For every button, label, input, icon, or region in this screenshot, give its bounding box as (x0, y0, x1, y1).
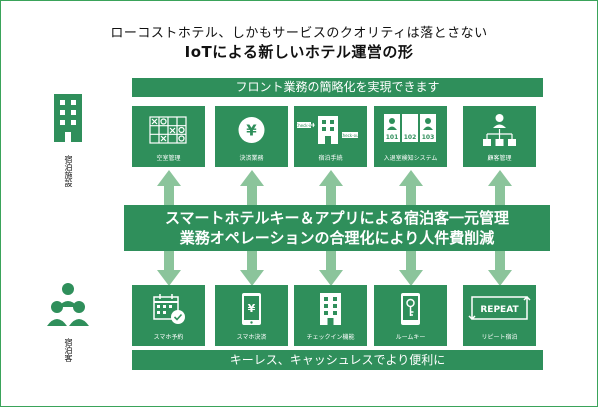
tile-smartphone-payment: ¥ スマホ決済 (215, 285, 288, 346)
facility-label: 宿泊施設 (64, 155, 73, 187)
keyless-banner: キーレス、キャッシュレスでより便利に (132, 350, 543, 370)
building-icon (54, 94, 82, 142)
tile-checkin-procedure: Check-in Check-out 宿泊手続 (294, 106, 367, 167)
central-line-2: 業務オペレーションの合理化により人件費削減 (179, 229, 495, 247)
tile-label: 入退室検知システム (383, 155, 438, 162)
tile-label: 決済業務 (239, 155, 264, 162)
checkin-building-icon: Check-in Check-out (295, 116, 361, 144)
svg-text:¥: ¥ (248, 302, 256, 315)
repeat-icon: REPEAT (468, 296, 531, 320)
hotel-building-icon (320, 293, 341, 325)
tile-room-key: ルームキー (374, 285, 447, 346)
tile-smartphone-booking: スマホ予約 (132, 285, 205, 346)
central-band (124, 205, 550, 251)
guests-icon (47, 283, 89, 326)
tile-repeat-stay: REPEAT リピート宿泊 (463, 285, 536, 346)
subtitle: ローコストホテル、しかもサービスのクオリティは落とさない (110, 26, 488, 41)
tile-label: スマホ決済 (236, 334, 267, 341)
tile-occupancy-detection: 101 102 103 入退室検知システム (374, 106, 447, 167)
room-101: 101 (386, 134, 399, 141)
phone-yen-icon: ¥ (242, 293, 261, 325)
tile-payment: ¥ 決済業務 (215, 106, 288, 167)
customer-hierarchy-icon (483, 114, 516, 146)
tile-room-management: 空室管理 (132, 106, 205, 167)
central-line-1: スマートホテルキー＆アプリによる宿泊客一元管理 (164, 209, 510, 227)
guest-label: 宿泊客 (64, 338, 73, 362)
central-message: スマートホテルキー＆アプリによる宿泊客一元管理 業務オペレーションの合理化により… (128, 208, 546, 248)
tile-checkin-function: チェックイン機能 (294, 285, 367, 346)
checkin-tag: Check-in (295, 123, 313, 128)
checkout-tag: Check-out (340, 133, 361, 138)
room-grid-icon (149, 116, 187, 144)
phone-key-icon (401, 293, 420, 325)
tile-label: 宿泊手続 (318, 155, 343, 162)
tile-label: 空室管理 (156, 155, 181, 162)
tile-label: リピート宿泊 (481, 334, 518, 341)
tile-label: ルームキー (395, 334, 426, 341)
front-desk-banner: フロント業務の簡略化を実現できます (132, 78, 543, 97)
page-title: IoTによる新しいホテル運営の形 (184, 43, 414, 61)
calendar-check-icon (153, 294, 185, 324)
room-occupancy-icon: 101 102 103 (384, 114, 436, 142)
room-103: 103 (422, 134, 435, 141)
tile-label: 顧客管理 (487, 155, 512, 162)
tile-label: チェックイン機能 (306, 334, 355, 341)
tile-label: スマホ予約 (153, 334, 184, 341)
svg-text:¥: ¥ (246, 122, 257, 140)
repeat-text: REPEAT (480, 305, 519, 315)
tile-customer-management: 顧客管理 (463, 106, 536, 167)
yen-coin-icon: ¥ (238, 117, 265, 143)
room-102: 102 (404, 134, 417, 141)
